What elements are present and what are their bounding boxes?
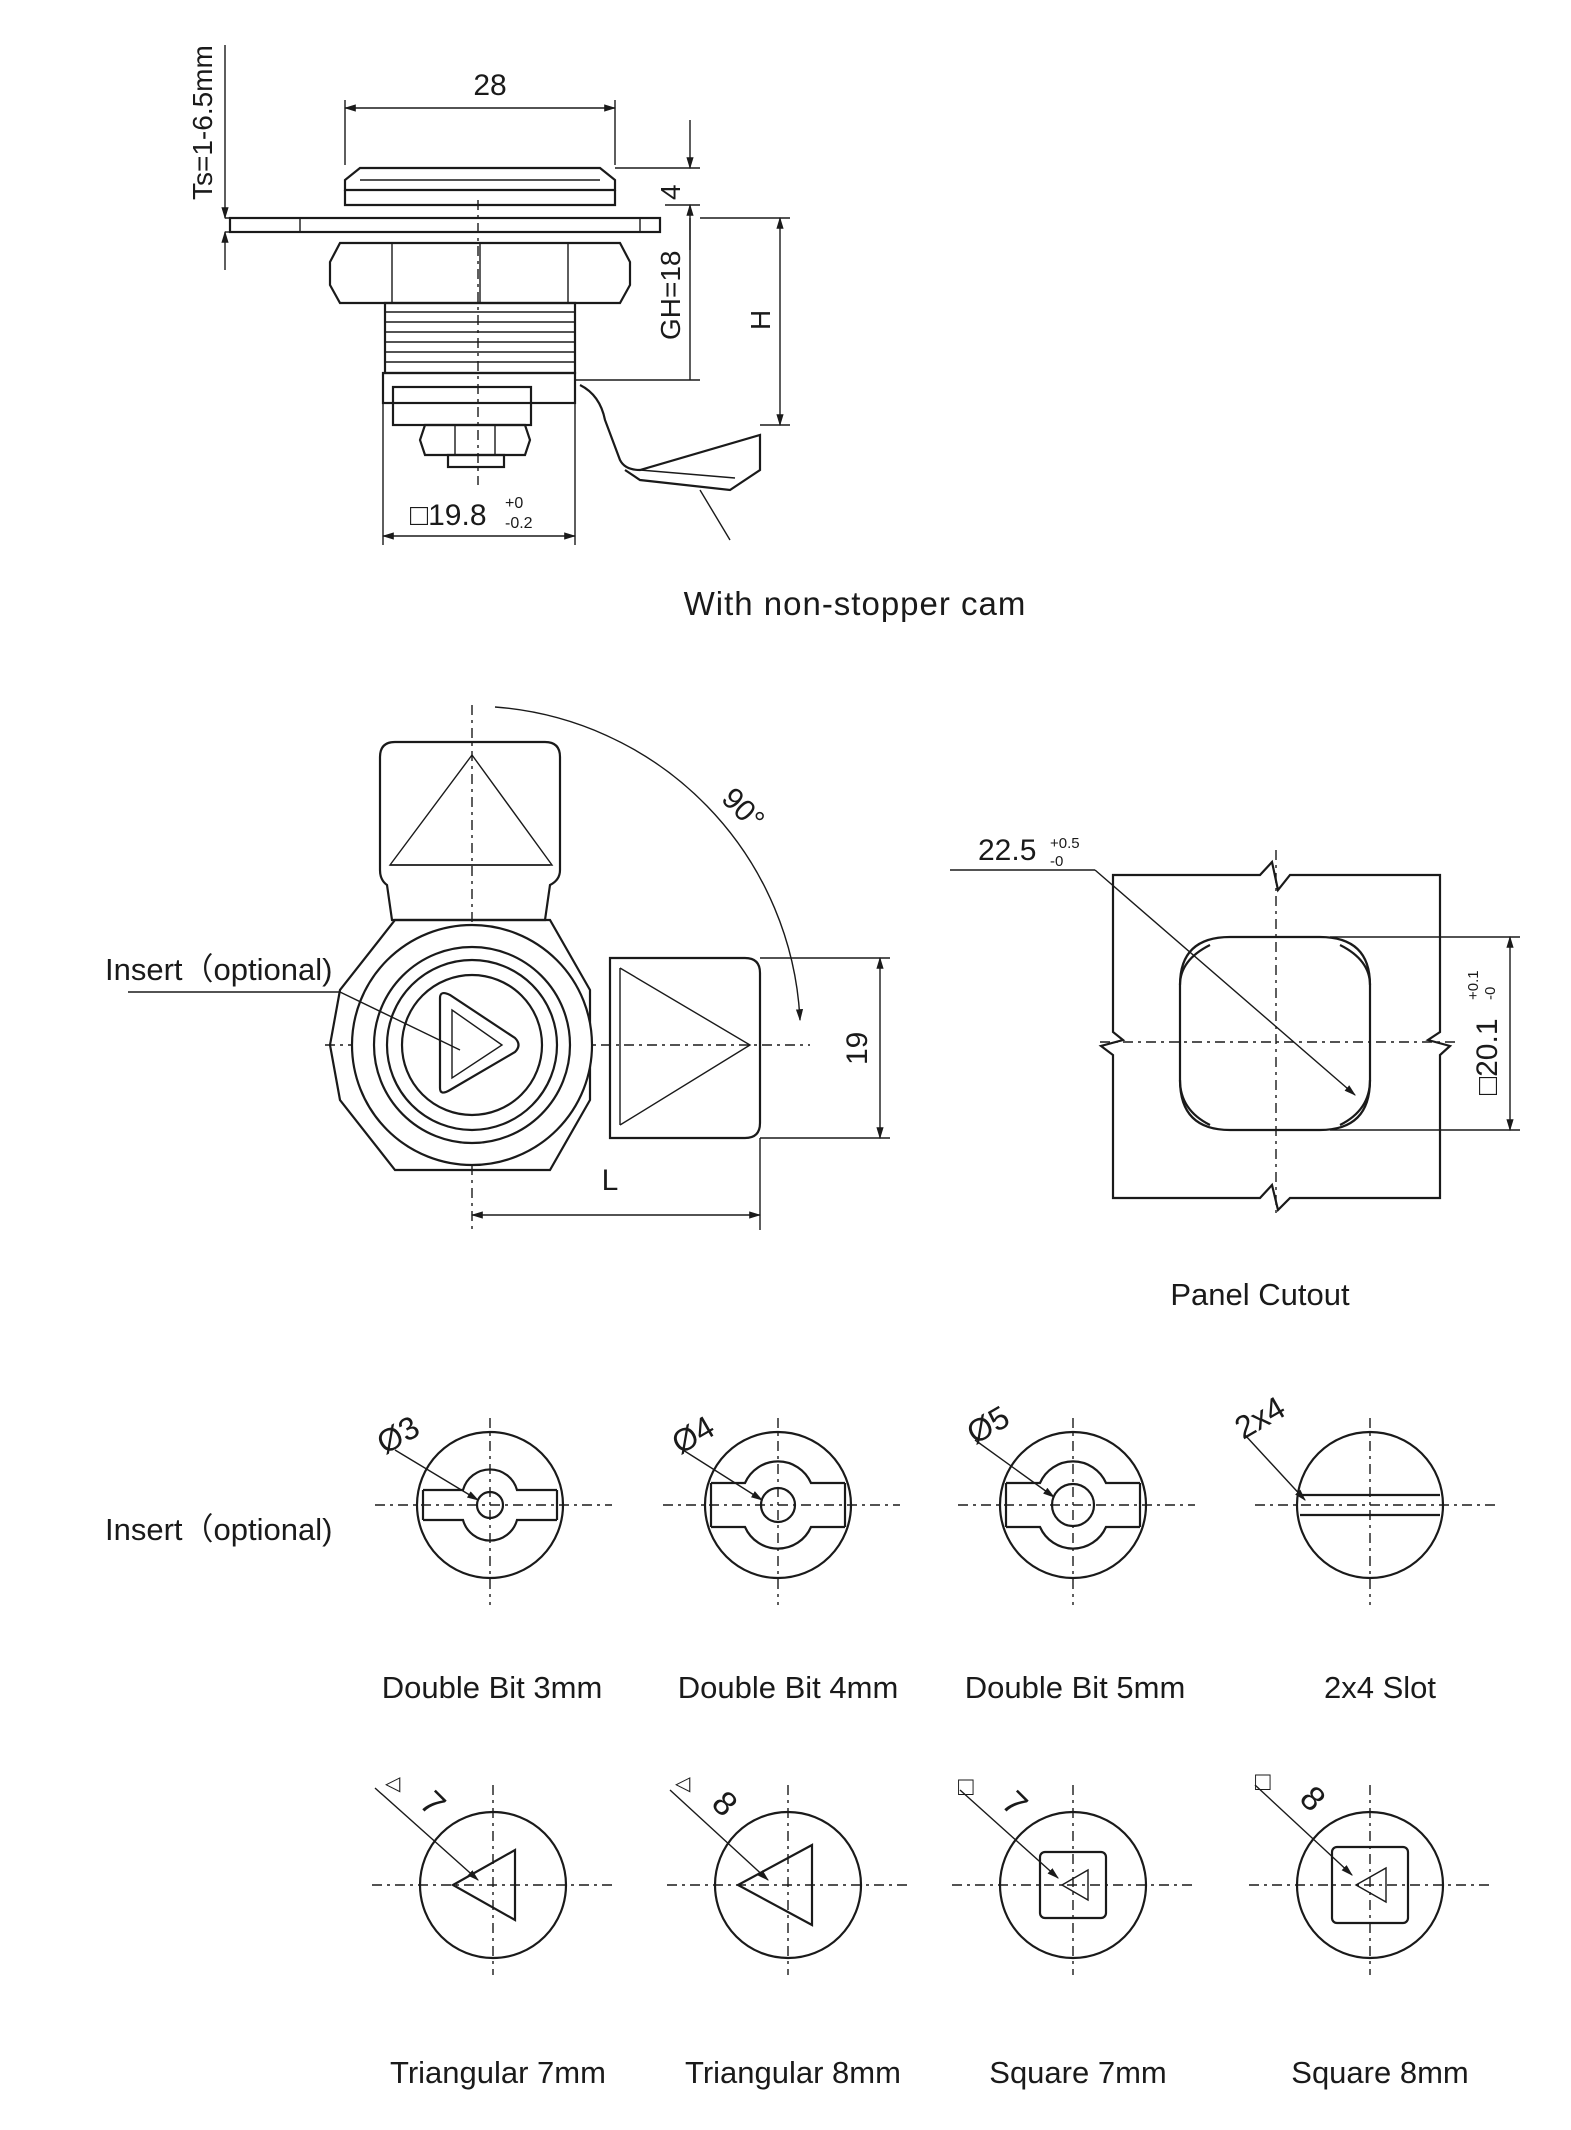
square-tol-lower: -0	[1482, 987, 1499, 1000]
insert-square-8mm: □ 8 Square 8mm	[1249, 1766, 1489, 2090]
insert-triangular-8mm: ◁ 8 Triangular 8mm	[667, 1773, 907, 2090]
dim-4-label: 4	[655, 184, 686, 200]
front-insert-label: Insert（optional)	[105, 952, 332, 987]
insert-8-dim: 8	[1292, 1779, 1332, 1819]
panel-plate	[228, 216, 662, 234]
cam-arm	[579, 384, 762, 492]
insert-6-symbol: ◁	[675, 1773, 691, 1795]
cam-base	[391, 385, 533, 427]
dim-28-label: 28	[473, 69, 506, 102]
insert-7-symbol: □	[958, 1771, 974, 1801]
front-view: 90° Insert（optional) 19 L	[105, 705, 890, 1230]
diag-tol-upper: +0.5	[1050, 835, 1080, 852]
insert-square-7mm: □ 7 Square 7mm	[952, 1771, 1192, 2090]
insert-4-dim: 2x4	[1229, 1389, 1292, 1446]
insert-3-dim: Ø5	[961, 1399, 1016, 1452]
insert-3-caption: Double Bit 5mm	[965, 1670, 1186, 1705]
side-view: 28 Ts=1-6.5mm 4 GH=18 H □19.8 +0 -0.2 Wi…	[187, 45, 1027, 622]
insert-5-symbol: ◁	[385, 1773, 401, 1795]
dim-cutout-square-label: □20.1	[1471, 1018, 1504, 1095]
dim-square-label: □19.8	[410, 499, 487, 532]
dim-ts-label: Ts=1-6.5mm	[187, 45, 218, 200]
inserts-row-label: Insert（optional)	[105, 1512, 332, 1547]
insert-1-caption: Double Bit 3mm	[382, 1670, 603, 1705]
insert-2-caption: Double Bit 4mm	[678, 1670, 899, 1705]
insert-5-dim: 7	[412, 1784, 452, 1824]
hex-nut	[328, 241, 632, 305]
cutout-caption: Panel Cutout	[1170, 1277, 1350, 1312]
dim-diag-label: 22.5	[978, 834, 1036, 867]
insert-7-dim: 7	[994, 1784, 1034, 1824]
cutout-panel-outline	[1098, 859, 1453, 1213]
triangle-insert	[438, 991, 520, 1094]
lock-cap	[343, 166, 617, 192]
screw-nut	[418, 423, 532, 457]
cutout-shape	[1178, 935, 1372, 1132]
hex-body	[328, 918, 592, 1172]
handle-right	[608, 956, 762, 1140]
dim-gh-label: GH=18	[655, 251, 686, 341]
insert-2x4-slot: 2x4 2x4 Slot	[1229, 1389, 1495, 1705]
angle-label: 90°	[715, 782, 770, 837]
side-view-caption: With non-stopper cam	[684, 585, 1027, 622]
panel-cutout: 22.5 +0.5 -0 □20.1 +0.1 -0 Panel Cutout	[950, 834, 1520, 1312]
handle-up	[378, 740, 562, 922]
insert-double-bit-3mm: Ø3 Double Bit 3mm	[371, 1409, 612, 1705]
insert-5-caption: Triangular 7mm	[390, 2055, 606, 2090]
dim-19-label: 19	[841, 1032, 874, 1065]
insert-6-dim: 8	[704, 1784, 744, 1824]
insert-6-caption: Triangular 8mm	[685, 2055, 901, 2090]
insert-4-caption: 2x4 Slot	[1324, 1670, 1436, 1705]
insert-double-bit-5mm: Ø5 Double Bit 5mm	[958, 1399, 1195, 1705]
insert-double-bit-4mm: Ø4 Double Bit 4mm	[663, 1409, 900, 1705]
dim-l-label: L	[602, 1164, 619, 1197]
insert-triangular-7mm: ◁ 7 Triangular 7mm	[372, 1773, 612, 2090]
insert-8-symbol: □	[1255, 1766, 1271, 1796]
tol-upper: +0	[505, 495, 523, 512]
square-tol-upper: +0.1	[1465, 970, 1482, 1000]
insert-2-dim: Ø4	[666, 1409, 721, 1462]
dim-h-label: H	[745, 310, 776, 330]
insert-1-dim: Ø3	[371, 1409, 426, 1462]
insert-8-caption: Square 8mm	[1291, 2055, 1468, 2090]
lock-body	[381, 371, 577, 405]
diag-tol-lower: -0	[1050, 853, 1063, 870]
insert-7-caption: Square 7mm	[989, 2055, 1166, 2090]
tol-lower: -0.2	[505, 515, 533, 532]
